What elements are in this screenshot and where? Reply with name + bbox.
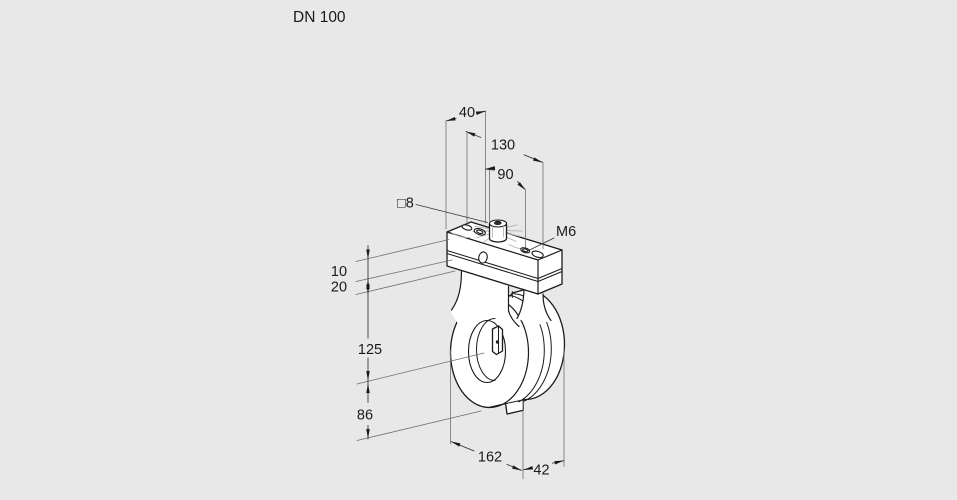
plate-divider-front-2 bbox=[446, 253, 539, 282]
leader-m6 bbox=[527, 237, 555, 252]
shaft-cylinder bbox=[488, 222, 508, 243]
front-neck-right-edge bbox=[507, 285, 520, 328]
dim-label-10: 10 bbox=[331, 264, 347, 280]
dim-label-125: 125 bbox=[358, 342, 382, 358]
dim-label-20: 20 bbox=[331, 280, 347, 296]
dim-label-m6: M6 bbox=[556, 224, 576, 240]
plate-divider-front-1 bbox=[446, 250, 539, 279]
plate-hole-left-inner-bore bbox=[476, 229, 484, 235]
bore-back-edge bbox=[475, 318, 496, 381]
dim-label-42: 42 bbox=[533, 463, 549, 479]
plate-divider-right-2 bbox=[537, 271, 563, 282]
shaft-square-socket bbox=[493, 220, 502, 225]
back-neck-fill bbox=[517, 290, 551, 326]
dim-label-90: 90 bbox=[497, 167, 513, 183]
plate-top-right-edge bbox=[537, 249, 563, 261]
back-neck-left-edge bbox=[516, 289, 525, 320]
dim-label-40: 40 bbox=[459, 105, 475, 121]
disc-edge bbox=[491, 325, 504, 356]
bottom-tab-edge bbox=[505, 399, 524, 405]
plate-divider-right-1 bbox=[537, 268, 563, 279]
dim-label-162: 162 bbox=[478, 450, 502, 466]
drawing-title: DN 100 bbox=[293, 9, 346, 26]
extension-lines bbox=[355, 110, 565, 480]
dim-label-86: 86 bbox=[357, 408, 373, 424]
dimension-arrowheads bbox=[366, 111, 564, 471]
plate-hole-left-outer bbox=[461, 224, 473, 231]
plate-hole-right-outer bbox=[531, 250, 544, 259]
mounting-plate bbox=[446, 219, 563, 295]
valve-bore bbox=[467, 318, 507, 384]
valve-neck bbox=[450, 270, 552, 334]
plate-block bbox=[446, 221, 563, 295]
front-neck-left-edge bbox=[450, 270, 463, 311]
back-neck-right-edge bbox=[542, 293, 552, 322]
front-neck-fill bbox=[451, 271, 520, 334]
plate-front-hole bbox=[478, 251, 488, 264]
disc-center-hole bbox=[495, 340, 500, 344]
leader-square8 bbox=[415, 204, 488, 223]
dim-label-130: 130 bbox=[491, 138, 515, 154]
labels: DN 100 40 130 90 □8 M6 10 20 125 86 162 … bbox=[293, 9, 576, 479]
valve-shaft bbox=[488, 219, 508, 243]
dim-label-square8: □8 bbox=[397, 196, 414, 212]
